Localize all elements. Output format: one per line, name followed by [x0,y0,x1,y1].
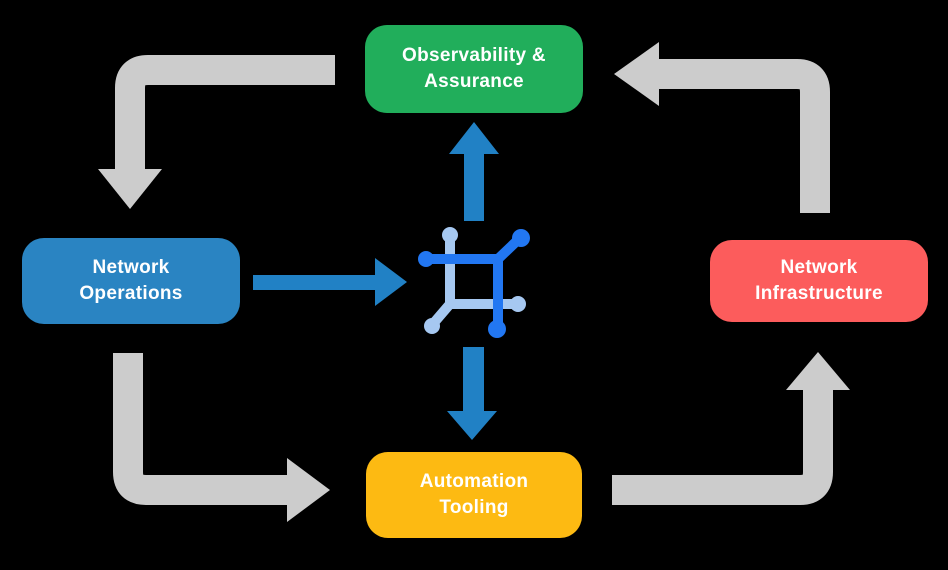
blue-arrow-down-icon [447,347,497,440]
flow-arrow-green-to-blue [115,55,335,170]
flow-arrowhead-right-icon [287,458,330,522]
node-observability-assurance: Observability & Assurance [365,25,583,113]
node-label-line: Assurance [424,71,524,92]
blue-arrow-up-icon [449,122,499,221]
mesh-node-bottomleft-light [424,318,440,334]
mesh-node-right-light [510,296,526,312]
node-automation-tooling: Automation Tooling [366,452,582,538]
mesh-node-top-light [442,227,458,243]
flow-arrowhead-left-icon [614,42,659,106]
network-mesh-icon [418,227,530,338]
mesh-node-bottom-dark [488,320,506,338]
node-label-line: Network [92,257,170,278]
mesh-node-topright-dark [512,229,530,247]
flow-arrow-red-to-green [659,59,830,213]
node-network-operations: Network Operations [22,238,240,324]
mesh-node-left-dark [418,251,434,267]
flow-arrowhead-up-icon [786,352,850,390]
blue-arrow-right-icon [253,258,407,306]
node-label-line: Automation [419,471,529,492]
node-label-line: Network [780,257,858,278]
node-label-line: Observability & [402,45,546,66]
node-label-line: Infrastructure [755,283,883,304]
node-label-line: Operations [79,283,183,304]
node-label-line: Tooling [439,497,509,518]
node-network-infrastructure: Network Infrastructure [710,240,928,322]
flow-arrow-blue-to-yellow [113,353,287,505]
flow-arrow-yellow-to-red [612,390,833,505]
flow-arrowhead-down-icon [98,169,162,209]
